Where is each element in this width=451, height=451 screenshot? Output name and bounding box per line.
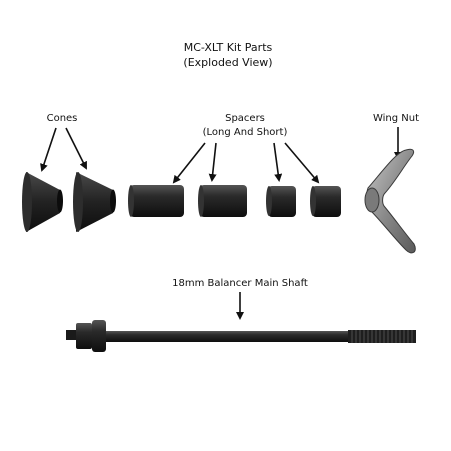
main-shaft: [66, 320, 416, 352]
main-shaft-label: 18mm Balancer Main Shaft: [172, 278, 308, 289]
diagram-title-line2: (Exploded View): [183, 56, 272, 69]
spacer-short-1: [266, 186, 296, 217]
spacer-short2-arrow: [284, 142, 320, 184]
cone-left: [22, 172, 63, 232]
spacer-short1-arrow: [273, 142, 283, 182]
spacer-short-2: [310, 186, 341, 217]
cone-right-arrow: [65, 127, 87, 170]
spacer-long-2: [198, 185, 247, 217]
spacer-long2-arrow: [208, 142, 217, 182]
spacer-long1-arrow: [172, 142, 206, 184]
cones-label: Cones: [47, 113, 78, 124]
wing-nut-label: Wing Nut: [373, 113, 419, 124]
spacers-label-line1: Spacers: [225, 113, 265, 124]
wing-nut: [364, 148, 416, 254]
cone-right: [73, 172, 116, 232]
spacer-long-1: [128, 185, 184, 217]
cone-left-arrow: [40, 127, 57, 172]
diagram-title-line1: MC-XLT Kit Parts: [184, 41, 273, 54]
spacers-label-line2: (Long And Short): [203, 127, 288, 138]
